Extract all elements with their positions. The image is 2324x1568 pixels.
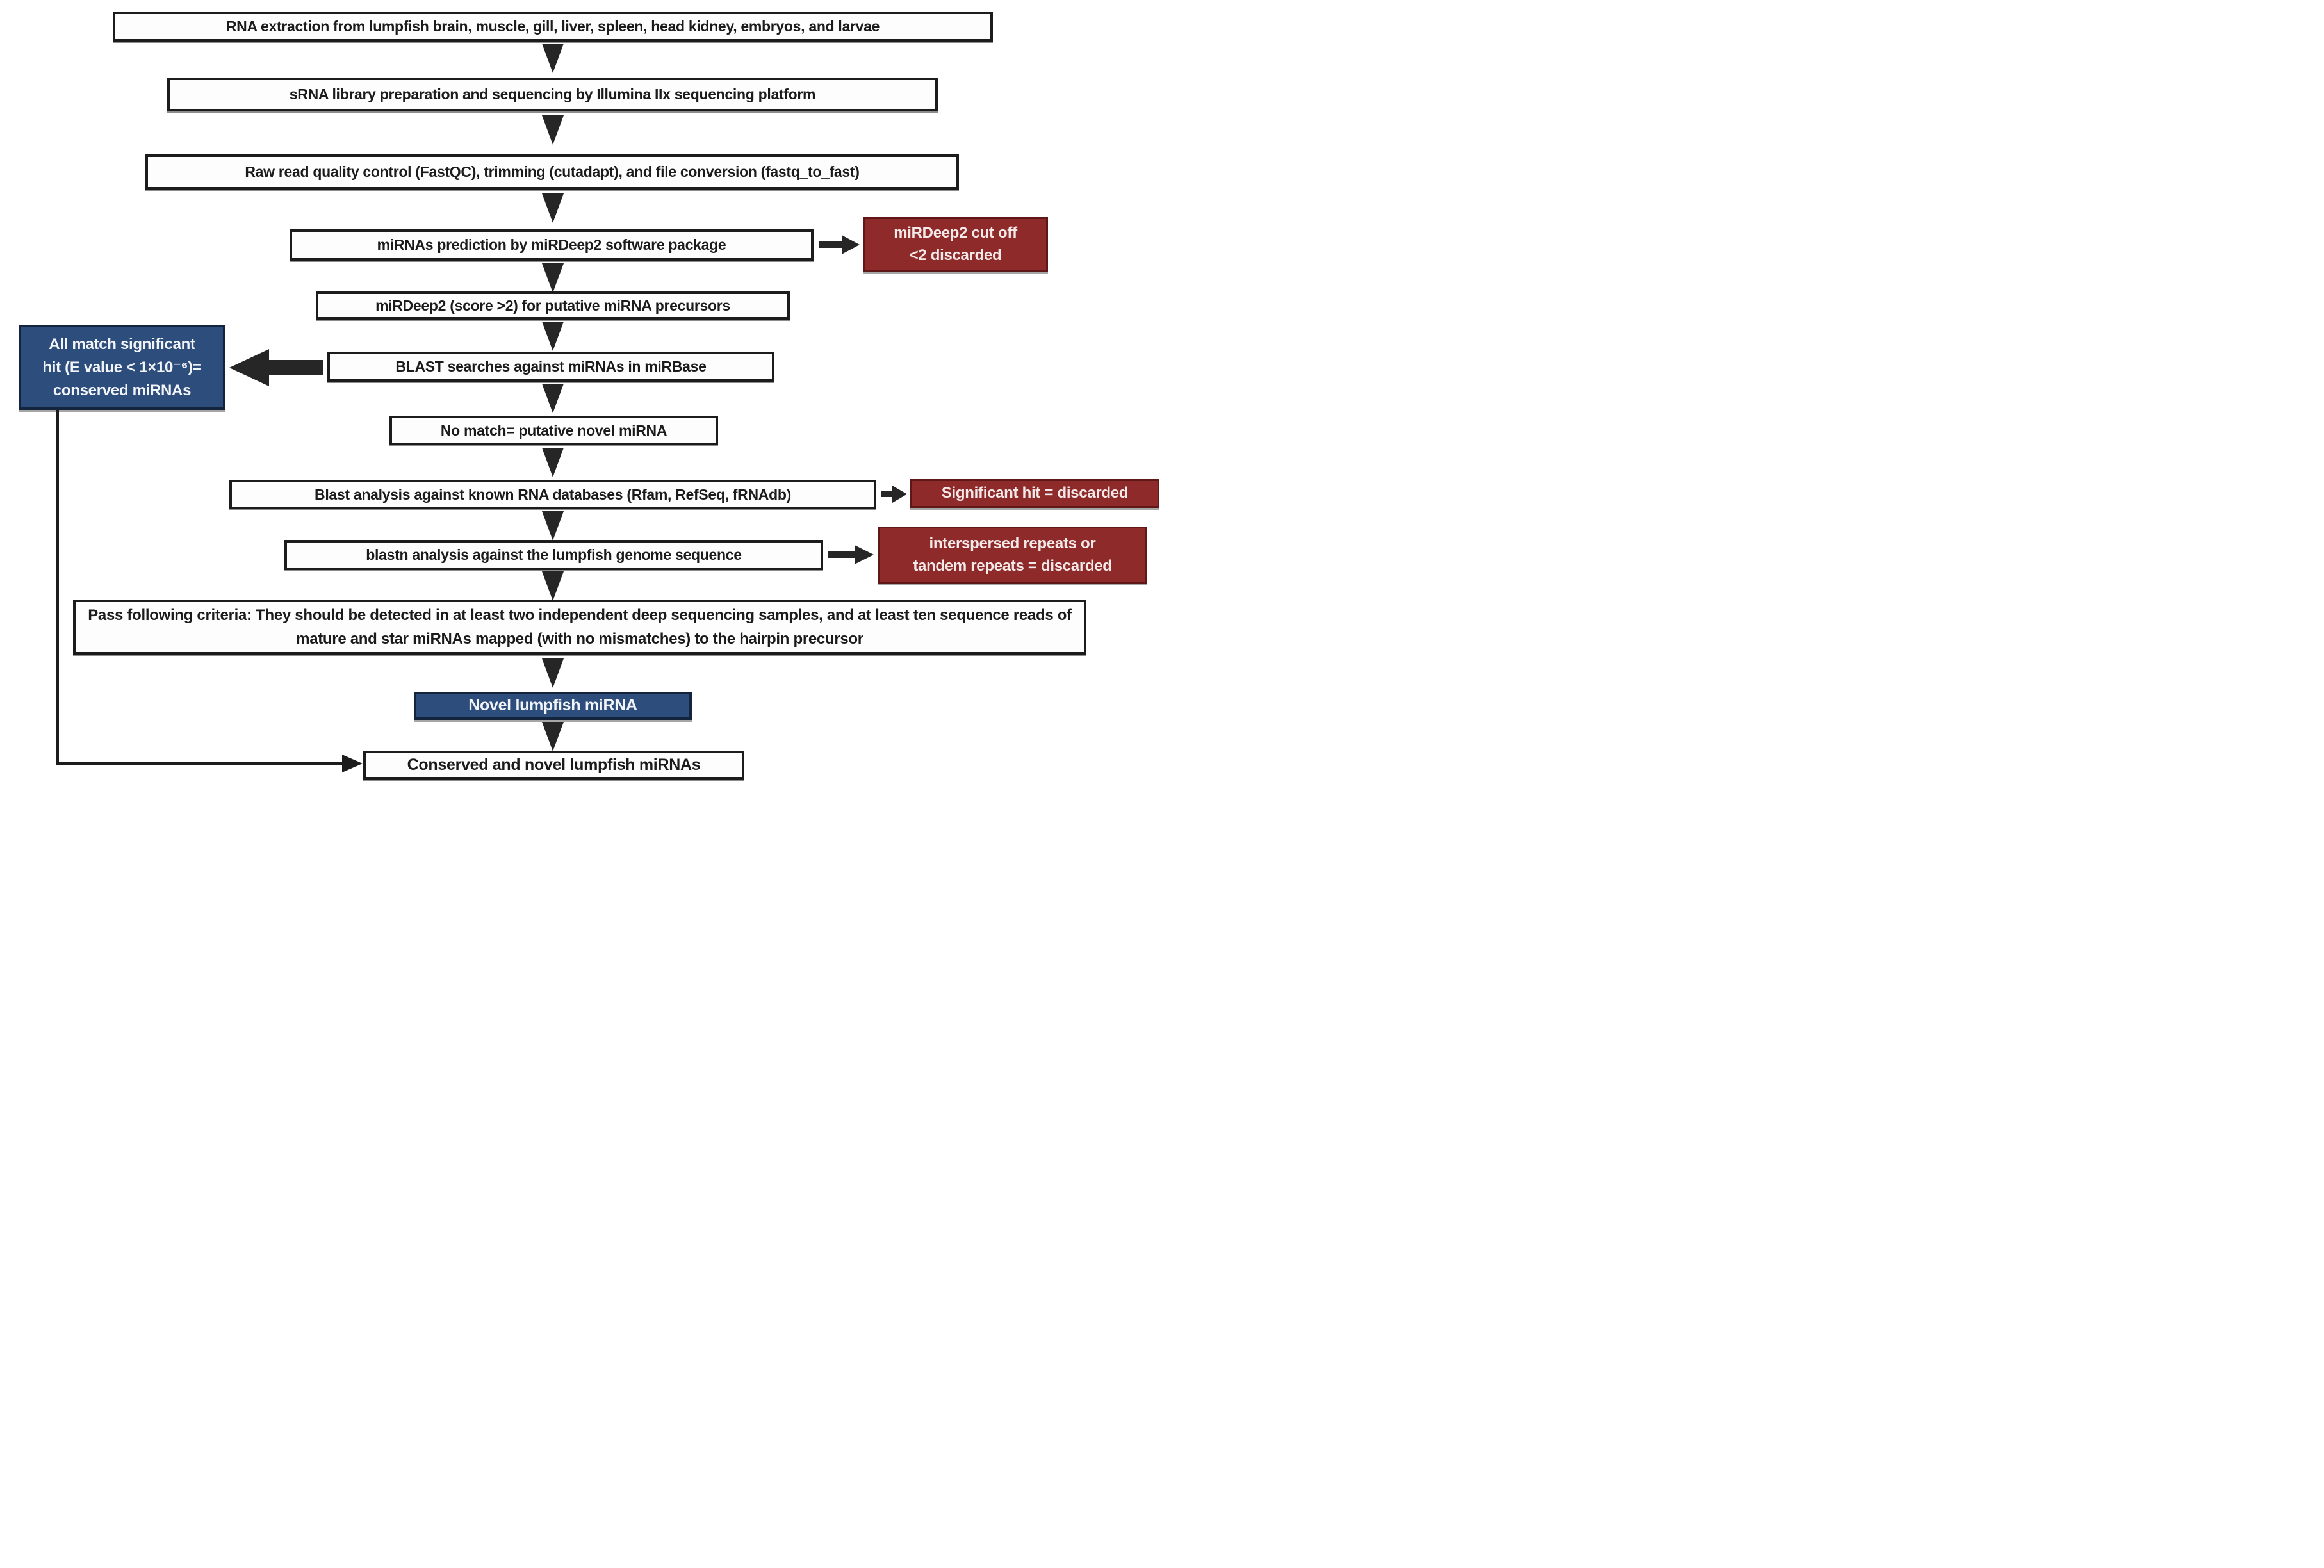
discard-note-repeats: interspersed repeats or tandem repeats =…: [878, 527, 1147, 584]
discard-note-significant-hit: Significant hit = discarded: [910, 479, 1159, 508]
step-blast-mirbase: BLAST searches against miRNAs in miRBase: [327, 352, 774, 382]
arrow-down-icon: [542, 448, 564, 477]
arrow-down-icon: [542, 263, 564, 293]
step-blastn-genome: blastn analysis against the lumpfish gen…: [284, 540, 823, 570]
arrow-down-icon: [542, 44, 564, 73]
connector-arrowhead-icon: [342, 755, 363, 772]
connector-horizontal-line: [56, 762, 342, 765]
step-mirna-prediction: miRNAs prediction by miRDeep2 software p…: [290, 229, 814, 261]
arrow-down-icon: [542, 511, 564, 541]
arrow-left-icon: [229, 349, 323, 386]
arrow-right-icon: [828, 545, 874, 564]
arrow-down-icon: [542, 322, 564, 351]
arrow-down-icon: [542, 384, 564, 413]
discard-note-mirdeep-cutoff: miRDeep2 cut off <2 discarded: [863, 217, 1048, 272]
step-conserved-and-novel: Conserved and novel lumpfish miRNAs: [363, 751, 744, 780]
note-conserved-mirnas: All match significant hit (E value < 1×1…: [19, 325, 225, 410]
arrow-down-icon: [542, 722, 564, 751]
step-library-prep: sRNA library preparation and sequencing …: [167, 78, 938, 111]
arrow-down-icon: [542, 115, 564, 145]
arrow-down-icon: [542, 193, 564, 223]
step-rna-extraction: RNA extraction from lumpfish brain, musc…: [113, 12, 993, 42]
step-pass-criteria: Pass following criteria: They should be …: [73, 600, 1086, 655]
step-novel-mirna: Novel lumpfish miRNA: [414, 692, 692, 720]
step-mirdeep-score: miRDeep2 (score >2) for putative miRNA p…: [316, 291, 790, 320]
step-no-match: No match= putative novel miRNA: [389, 416, 718, 445]
connector-vertical-line: [56, 410, 59, 764]
step-blast-rna-databases: Blast analysis against known RNA databas…: [229, 480, 876, 509]
arrow-down-icon: [542, 658, 564, 688]
step-quality-control: Raw read quality control (FastQC), trimm…: [145, 154, 959, 190]
flowchart-mirna-pipeline: RNA extraction from lumpfish brain, musc…: [0, 0, 1162, 784]
arrow-down-icon: [542, 571, 564, 601]
arrow-right-icon: [881, 486, 907, 503]
arrow-right-icon: [819, 235, 860, 254]
